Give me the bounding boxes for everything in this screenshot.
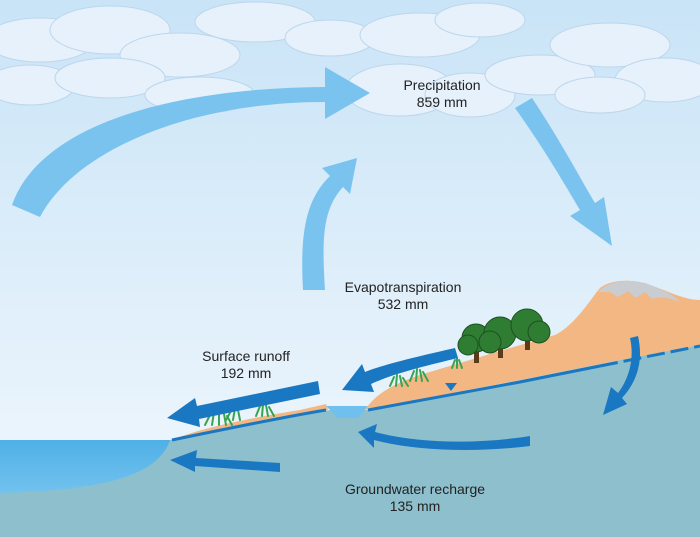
moisture-transport-arrow bbox=[12, 67, 370, 217]
groundwater-zone bbox=[0, 345, 700, 537]
hillside bbox=[365, 280, 700, 410]
trees bbox=[457, 308, 551, 363]
water-table-dashed bbox=[599, 344, 700, 368]
precipitation-arrow bbox=[515, 98, 612, 246]
precipitation-label: Precipitation 859 mm bbox=[382, 77, 502, 111]
pond bbox=[326, 406, 368, 418]
evapotranspiration-label: Evapotranspiration 532 mm bbox=[328, 279, 478, 313]
surface-runoff-name: Surface runoff bbox=[202, 348, 290, 364]
precipitation-name: Precipitation bbox=[403, 77, 481, 93]
runoff-arrow-surface bbox=[167, 381, 320, 427]
evapotranspiration-arrow bbox=[302, 158, 357, 290]
groundwater-arrow-left bbox=[170, 450, 280, 472]
evapotranspiration-name: Evapotranspiration bbox=[344, 279, 462, 295]
grass-tufts bbox=[204, 357, 463, 426]
evapotranspiration-value: 532 mm bbox=[377, 296, 429, 312]
groundwater-recharge-name: Groundwater recharge bbox=[344, 481, 486, 497]
surface-runoff-value: 192 mm bbox=[220, 365, 272, 381]
mountain-snow bbox=[598, 280, 680, 302]
groundwater-arrow-mountain bbox=[603, 336, 641, 415]
groundwater-recharge-label: Groundwater recharge 135 mm bbox=[325, 481, 505, 515]
sea bbox=[0, 440, 170, 493]
surface-runoff-label: Surface runoff 192 mm bbox=[186, 348, 306, 382]
flow-arrows bbox=[167, 336, 641, 472]
atmospheric-arrows bbox=[12, 67, 612, 290]
precipitation-value: 859 mm bbox=[416, 94, 468, 110]
water-table-line bbox=[171, 408, 327, 442]
runoff-arrow-hillside bbox=[342, 348, 458, 392]
groundwater-recharge-value: 135 mm bbox=[389, 498, 441, 514]
water-table-marker bbox=[445, 383, 457, 391]
water-table-line bbox=[367, 364, 601, 412]
groundwater-arrow-mid bbox=[358, 424, 530, 450]
